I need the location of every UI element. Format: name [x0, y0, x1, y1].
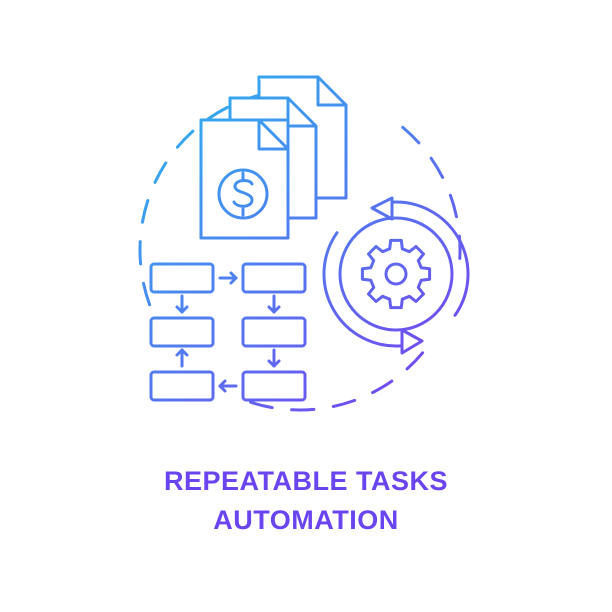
dashed-circle-segment	[448, 193, 458, 219]
dashed-circle-segment	[371, 379, 394, 395]
cycle-inner-ring	[338, 216, 454, 332]
cycle-arc-top	[388, 200, 470, 317]
dashed-circle-segment	[138, 240, 143, 266]
arrow-up-icon	[175, 348, 189, 368]
arrow-down-icon	[175, 294, 189, 314]
dashed-circle-segment	[142, 281, 152, 307]
dashed-circle-segment	[153, 161, 168, 184]
cycle-arrowhead-bottom	[400, 328, 424, 355]
dashed-circle-segment	[249, 400, 274, 410]
flowchart-box	[149, 316, 215, 348]
refresh-cycle-icon	[322, 196, 470, 355]
flowchart-box	[241, 316, 307, 348]
dollar-icon	[217, 168, 269, 220]
dashed-circle-segment	[290, 407, 316, 412]
arrow-down-icon	[267, 348, 281, 368]
dashed-circle-segment	[331, 398, 357, 408]
flowchart-box	[149, 262, 215, 294]
arrow-left-icon	[218, 379, 238, 393]
cycle-arrowhead-top	[370, 196, 394, 221]
dashed-circle-segment	[206, 105, 229, 121]
dashed-circle	[138, 92, 462, 412]
dashed-circle-segment	[405, 351, 425, 371]
dashed-circle-segment	[401, 125, 421, 145]
caption-line-1: REPEATABLE TASKS	[163, 466, 448, 496]
flowchart-icon	[149, 262, 307, 402]
document-stack-icon	[199, 75, 348, 240]
cycle-arc-bottom	[322, 231, 404, 348]
gear-icon	[360, 238, 432, 310]
dashed-circle-segment	[140, 199, 150, 224]
flowchart-box	[241, 370, 307, 402]
dashed-circle-segment	[457, 234, 462, 260]
dashed-circle-segment	[175, 129, 195, 149]
gear-outline	[360, 238, 432, 310]
gear-hole	[384, 262, 408, 286]
arrow-right-icon	[218, 271, 238, 285]
dashed-circle-segment	[429, 156, 445, 179]
caption-line-2: AUTOMATION	[213, 505, 399, 535]
arrow-down-icon	[267, 294, 281, 314]
flowchart-box	[241, 262, 307, 294]
flowchart-box	[149, 370, 215, 402]
